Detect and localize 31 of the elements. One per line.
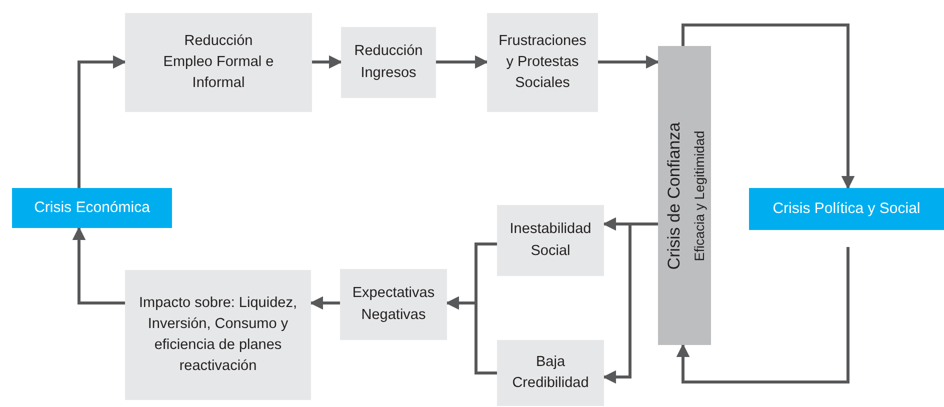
process-box: [125, 270, 311, 400]
vertical-band: [658, 46, 711, 345]
arrow: [312, 55, 342, 69]
arrow: [676, 247, 850, 384]
process-box: [341, 27, 436, 98]
box-text: Crisis Económica: [34, 198, 150, 218]
highlight-box: [749, 188, 944, 230]
arrow: [598, 55, 660, 69]
highlight-box: [12, 188, 172, 228]
box-text: Impacto sobre: Liquidez, Inversión, Consumo y eficiencia de planes reactivación: [138, 294, 298, 376]
arrow: [602, 222, 658, 384]
box-text: Baja Credibilidad: [511, 352, 590, 393]
arrow: [72, 226, 125, 304]
box-text: Crisis Política y Social: [772, 199, 920, 220]
process-box: [125, 13, 312, 112]
process-box: [497, 205, 604, 276]
box-text: Expectativas Negativas: [351, 284, 436, 324]
process-box: [340, 269, 447, 340]
process-box: [487, 13, 598, 112]
arrow: [310, 296, 340, 310]
box-text: Inestabilidad Social: [508, 220, 592, 260]
band-subtitle: Eficacia y Legitimidad: [690, 130, 708, 261]
box-text: Frustraciones y Protestas Sociales: [498, 32, 586, 93]
box-text: Reducción Ingresos: [353, 42, 424, 82]
arrow: [78, 55, 126, 188]
arrow: [682, 24, 855, 190]
box-text: Reducción Empleo Formal e Informal: [162, 32, 275, 93]
process-box: [497, 340, 604, 406]
band-title: Crisis de Confianza: [663, 122, 684, 270]
arrow: [446, 296, 497, 374]
arrow: [436, 55, 488, 69]
